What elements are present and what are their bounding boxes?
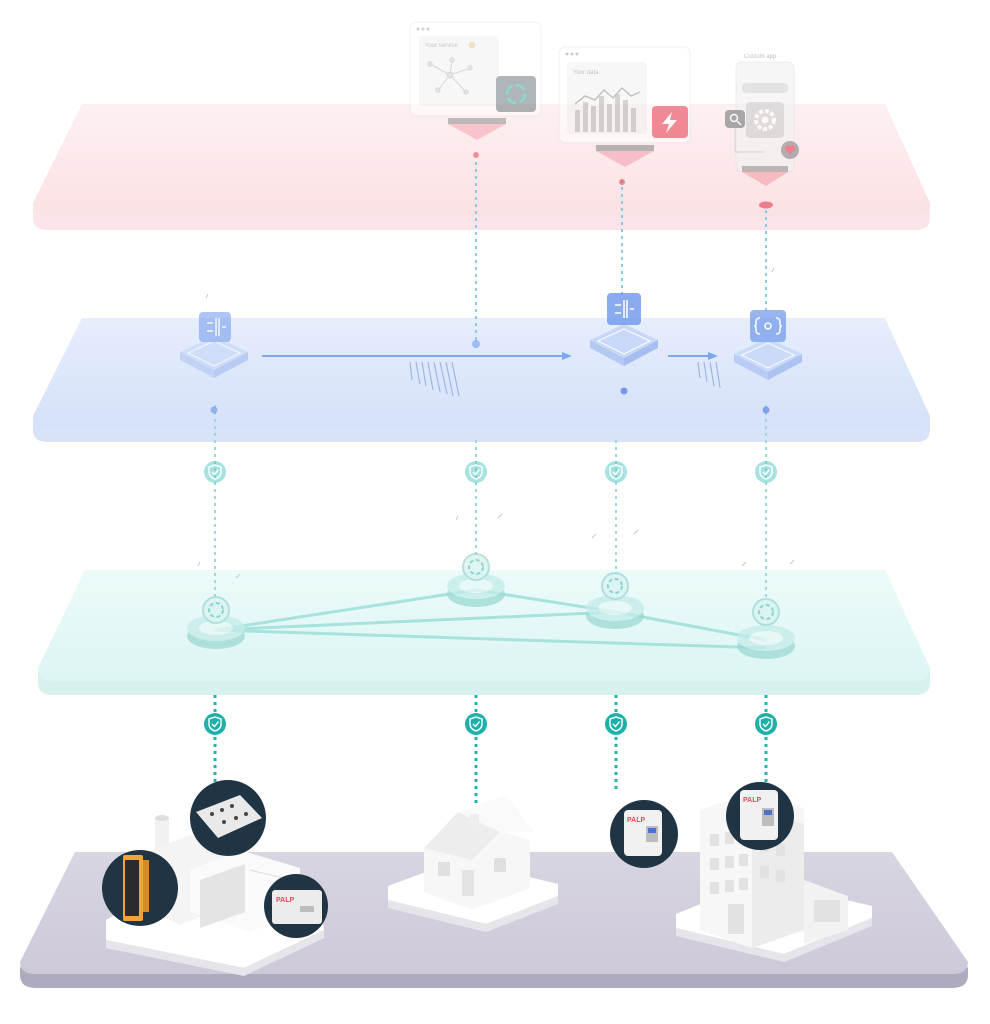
decorative-specks — [197, 267, 795, 579]
shield-check-icon — [605, 713, 627, 735]
dashed-ring-icon — [208, 602, 224, 618]
shield-check-icon — [465, 461, 487, 483]
app-window-data[interactable]: Your data — [558, 46, 691, 185]
device-brand-label: PALP — [743, 797, 761, 804]
code-brackets-icon — [753, 317, 783, 335]
network-node-3[interactable] — [586, 572, 644, 629]
processing-flow — [262, 352, 721, 397]
shield-badges-faded — [204, 461, 777, 483]
site-house[interactable] — [388, 795, 558, 932]
layer-processing — [33, 318, 930, 442]
shield-check-icon — [605, 461, 627, 483]
shield-check-icon — [204, 461, 226, 483]
network-node-1[interactable] — [187, 596, 245, 649]
shield-check-icon — [465, 713, 487, 735]
device-brand-label: PALP — [276, 897, 294, 904]
din-rail-gateway-icon — [102, 850, 178, 926]
app-1-label: Your service — [425, 43, 458, 49]
shield-check-icon — [755, 461, 777, 483]
processor-node-1[interactable] — [180, 312, 248, 414]
gateway-device-icon: PALP — [624, 810, 662, 856]
app-3-label: Custom app — [744, 54, 777, 60]
shield-badges — [204, 713, 777, 735]
app-window-custom[interactable]: Custom app — [725, 54, 799, 209]
bar-chart-icon — [574, 86, 641, 132]
network-node-2[interactable] — [447, 553, 505, 607]
dashed-ring-icon — [758, 604, 774, 620]
io-module-icon — [190, 780, 266, 856]
filter-icon — [615, 300, 634, 318]
heart-icon — [781, 141, 799, 159]
site-factory[interactable]: PALP — [102, 780, 328, 976]
app-window-service[interactable]: Your service — [409, 21, 542, 158]
dashed-ring-icon — [468, 559, 484, 575]
dashed-ring-icon — [607, 578, 623, 594]
app-2-label: Your data — [573, 70, 599, 76]
refresh-circle-icon — [505, 83, 527, 105]
site-office[interactable]: PALP — [676, 782, 872, 962]
house-icon — [424, 795, 534, 910]
lightning-icon — [662, 112, 677, 133]
filter-icon — [207, 318, 226, 336]
network-node-4[interactable] — [737, 598, 795, 659]
processing-junction — [472, 340, 480, 348]
network-graph-icon — [427, 57, 473, 95]
layer-application — [33, 104, 930, 230]
processor-node-3[interactable] — [734, 310, 802, 414]
gear-icon — [746, 102, 784, 138]
device-brand-label: PALP — [627, 817, 645, 824]
connector-lines — [213, 162, 768, 810]
wall-gateway-icon: PALP — [264, 874, 328, 938]
processor-node-2[interactable] — [590, 293, 658, 395]
site-standalone-device[interactable]: PALP — [610, 800, 678, 868]
gateway-device-icon: PALP — [740, 790, 778, 840]
shield-check-icon — [755, 713, 777, 735]
layer-network — [38, 570, 930, 695]
shield-check-icon — [204, 713, 226, 735]
